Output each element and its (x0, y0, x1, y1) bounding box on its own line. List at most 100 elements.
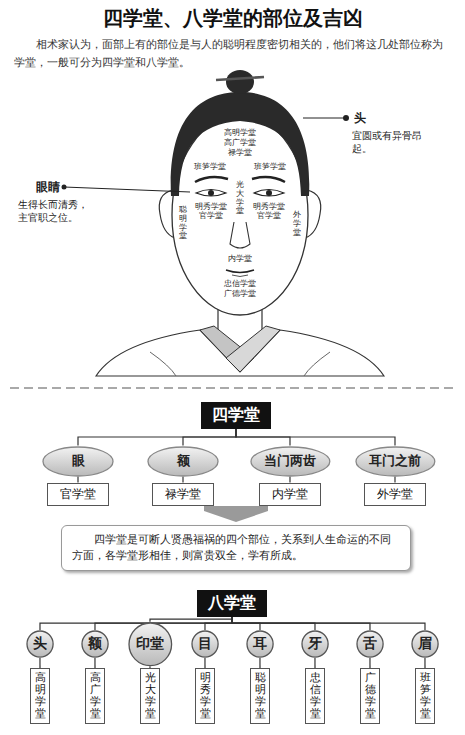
node-text: 牙 (308, 635, 322, 653)
heading-box: 四学堂 (201, 402, 271, 429)
tree-connector (424, 658, 425, 668)
part-circle: 耳 (246, 630, 274, 658)
heading-box: 八学堂 (197, 590, 267, 617)
part-circle: 牙 (301, 630, 329, 658)
part-circle: 舌 (356, 630, 384, 658)
hair-bun (226, 70, 254, 94)
node-text: 印堂 (136, 635, 164, 653)
name-box-vertical: 班笋学堂 (415, 668, 435, 724)
name-box-vertical: 明秀学堂 (195, 668, 215, 724)
hair (171, 92, 310, 196)
tree-connector (94, 658, 95, 668)
name-box-vertical: 高明学堂 (30, 668, 50, 724)
eye (254, 190, 284, 197)
node-text: 四学堂是可断人贤愚福祸的四个部位，关系到人生命运的不同方面，各学堂形相佳，则富贵… (72, 532, 400, 564)
name-box: 禄学堂 (152, 483, 214, 506)
part-circle: 目 (191, 630, 219, 658)
node-text: 耳 (253, 635, 267, 653)
title: 四学堂、八学堂的部位及吉凶 (0, 5, 465, 32)
node-text: 光大学堂 (145, 672, 156, 720)
face-part-label: 忠信学堂 (223, 279, 257, 289)
tree-connector (259, 658, 260, 668)
node-text: 广德学堂 (365, 672, 376, 720)
node-text: 耳门之前 (369, 452, 421, 470)
node-text: 四学堂 (212, 405, 260, 426)
eyebrow (195, 177, 228, 182)
name-box-vertical: 高广学堂 (85, 668, 105, 724)
node-text: 额 (88, 635, 102, 653)
part-ellipse: 眼 (42, 446, 114, 477)
node-text: 官学堂 (60, 486, 96, 503)
node-text: 班笋学堂 (420, 672, 431, 720)
note-text: 生得长而清秀，主官职之位。 (18, 199, 92, 224)
name-box: 内学堂 (259, 483, 321, 506)
part-ellipse: 当门两齿 (250, 446, 331, 477)
tree-connector (78, 429, 236, 446)
leader-dot (62, 185, 67, 190)
hairpin (216, 77, 264, 80)
face-part-label: 高明学堂 (223, 128, 257, 138)
tree-connector (314, 658, 315, 668)
name-box-vertical: 光大学堂 (140, 668, 160, 724)
node-text: 眉 (418, 635, 432, 653)
face-part-label: 班笋学堂 (253, 162, 287, 172)
node-text: 头 (33, 635, 47, 653)
name-box: 官学堂 (47, 483, 109, 506)
face-part-label: 官学堂 (256, 211, 282, 221)
outline (82, 631, 108, 657)
pupil (266, 190, 272, 196)
face-part-label: 外学堂 (292, 211, 302, 237)
tree-connector (205, 617, 232, 630)
part-circle: 眉 (411, 630, 439, 658)
node-text: 内学堂 (272, 486, 308, 503)
outline (412, 631, 438, 657)
pupil (208, 190, 214, 196)
name-box-vertical: 广德学堂 (360, 668, 380, 724)
leader-dot (343, 115, 349, 121)
part-circle: 额 (81, 630, 109, 658)
summary-box: 四学堂是可断人贤愚福祸的四个部位，关系到人生命运的不同方面，各学堂形相佳，则富贵… (61, 525, 411, 571)
tree-connector (236, 429, 395, 446)
part-circle: 头 (26, 630, 54, 658)
leader-line (64, 187, 190, 192)
lip (232, 275, 248, 277)
collar (226, 326, 280, 372)
callout-label: 眼睛 (35, 180, 61, 195)
outline (129, 623, 172, 666)
mouth (226, 270, 254, 273)
part-ellipse: 耳门之前 (355, 446, 436, 477)
tree-connector (369, 658, 370, 668)
node-text: 明秀学堂 (200, 672, 211, 720)
outline (247, 631, 273, 657)
leader-line (303, 118, 344, 119)
part-circle: 印堂 (128, 622, 173, 667)
outline (302, 631, 328, 657)
node-text: 高明学堂 (35, 672, 46, 720)
note-text: 相术家认为，面部上有的部位是与人的聪明程度密切相关的，他们将这几处部位称为学堂，… (14, 36, 451, 71)
dashed-separator (10, 387, 455, 388)
face-part-label: 内学堂 (227, 254, 253, 264)
outline (43, 447, 113, 476)
face-outline (172, 115, 308, 315)
node-text: 额 (177, 452, 190, 470)
outline (251, 447, 330, 476)
node-text: 禄学堂 (165, 486, 201, 503)
face-part-label: 禄学堂 (227, 148, 253, 158)
outline (356, 447, 435, 476)
tree-connector (39, 658, 40, 668)
node-text: 聪明学堂 (255, 672, 266, 720)
robe-fold (150, 352, 330, 376)
face-part-label: 班笋学堂 (193, 162, 227, 172)
part-ellipse: 额 (147, 446, 219, 477)
node-text: 眼 (72, 452, 85, 470)
tree-connector (150, 617, 232, 622)
node-text: 外学堂 (377, 486, 413, 503)
face-part-label: 高广学堂 (223, 138, 257, 148)
node-text: 忠信学堂 (310, 672, 321, 720)
node-text: 八学堂 (208, 593, 256, 614)
down-arrow-shape (204, 506, 268, 522)
outline (357, 631, 383, 657)
outline (27, 631, 53, 657)
